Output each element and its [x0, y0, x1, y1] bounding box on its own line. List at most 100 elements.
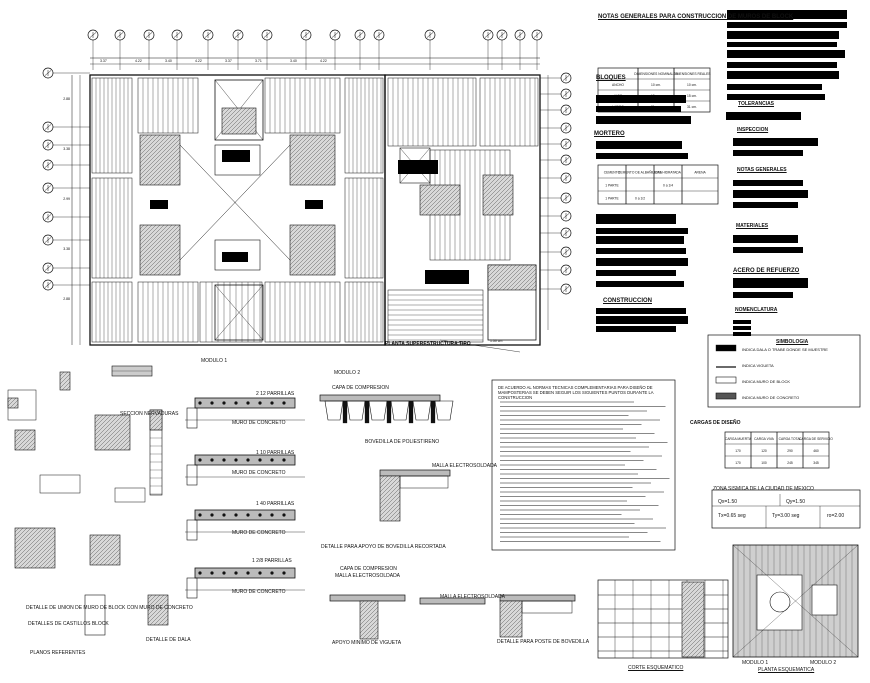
hatch-bound	[94, 414, 131, 451]
hatch-line	[502, 204, 514, 216]
hatch-line	[289, 134, 307, 152]
compression-layer	[319, 394, 441, 402]
mod2-joist-top-right	[479, 77, 539, 147]
simb-3: INDICA MURO DE BLOCK	[742, 379, 791, 384]
hatch-line	[379, 499, 401, 521]
capa-lbl-1: CAPA DE COMPRESION	[332, 385, 389, 391]
zona-frame	[711, 489, 861, 529]
hatch-line	[231, 109, 257, 135]
hatch-line	[681, 581, 691, 591]
dim-label-left: 3.38	[63, 147, 70, 151]
hatch-line	[289, 134, 303, 148]
hatch-line	[681, 583, 705, 607]
hatch-line	[14, 527, 48, 561]
dim-label-top: 4.22	[320, 59, 327, 63]
dim-label-top: 4.22	[195, 59, 202, 63]
hatch-line	[289, 224, 335, 270]
hatch-line	[359, 600, 373, 614]
hatch-line	[419, 184, 425, 190]
hatch-line	[437, 192, 461, 216]
hatch-line	[506, 208, 514, 216]
hatch-line	[169, 174, 181, 186]
simb-dala	[715, 344, 737, 352]
hatch-line	[323, 263, 336, 276]
hatch-line	[487, 264, 509, 286]
hatch-line	[681, 581, 695, 595]
joist-north-b	[264, 77, 341, 134]
hatch-line	[14, 527, 44, 557]
hatch-line	[111, 556, 121, 566]
hatch-line	[498, 264, 525, 291]
redacted-note	[596, 316, 688, 324]
hatch-line	[157, 425, 163, 431]
malla-lbl-3: MALLA ELECTROSOLDADA	[335, 573, 401, 579]
hatch-line	[22, 437, 36, 451]
hatch-line	[157, 162, 181, 186]
joist-south-a	[137, 281, 199, 343]
hatch-line	[499, 602, 523, 626]
hatch-line	[14, 527, 24, 537]
hatch-line	[153, 158, 181, 186]
hatch-line	[365, 626, 379, 640]
bovedilla-block	[368, 400, 388, 421]
redacted-plan-note	[305, 200, 323, 209]
hatch-line	[147, 594, 157, 604]
redacted-note	[596, 248, 686, 254]
hatch-line	[147, 598, 169, 620]
hatch-line	[7, 397, 13, 403]
notas-gen-title: NOTAS GENERALES	[737, 167, 787, 173]
joist-bound	[344, 77, 384, 174]
hatch-line	[14, 527, 40, 553]
rebar-dot	[222, 401, 226, 405]
redacted-note	[596, 270, 676, 276]
hatch-line	[487, 264, 513, 290]
hatch-line	[14, 527, 28, 541]
hatch-line	[289, 224, 299, 234]
redacted-note	[596, 308, 686, 314]
hatch-bound	[487, 264, 537, 291]
redacted-note	[727, 10, 847, 19]
hatch-line	[299, 149, 336, 186]
hatch-line	[445, 200, 461, 216]
hatch-line	[59, 373, 71, 385]
hatch-line	[499, 600, 517, 618]
hatch-line	[115, 435, 131, 451]
hatch-line	[139, 134, 169, 164]
hatch-line	[139, 224, 173, 258]
modulo-2-label: MODULO 2	[334, 370, 361, 376]
joist-bound	[344, 177, 384, 279]
detalle-dala: DETALLE DE DALA	[146, 637, 191, 643]
rebar-dot	[258, 458, 262, 462]
hatch-line	[289, 224, 315, 250]
hatch-line	[161, 166, 181, 186]
hatch-line	[89, 534, 107, 552]
rebar-dot	[258, 513, 262, 517]
hatch-line	[149, 413, 163, 427]
var-1: 2 12 PARRILLAS	[256, 391, 295, 397]
hatch-line	[690, 643, 705, 658]
hatch-line	[127, 447, 131, 451]
rebar-dot	[198, 401, 202, 405]
simb-concreto	[715, 392, 737, 400]
table-cell: 15 cm.	[687, 94, 697, 98]
table-cell: 345	[813, 461, 819, 465]
corte-esq-title: CORTE ESQUEMATICO	[628, 665, 684, 671]
hatch-line	[379, 475, 397, 493]
joist-bound	[479, 77, 539, 147]
hatch-line	[289, 224, 303, 238]
hatch-line	[139, 142, 181, 184]
hatch-line	[161, 618, 169, 626]
hatch-line	[107, 427, 131, 451]
hatch-line	[291, 231, 336, 276]
hatch-line	[247, 125, 257, 135]
redacted-note	[727, 71, 839, 79]
poste-slab	[499, 594, 576, 602]
corner-detail	[89, 534, 121, 566]
hatch-line	[457, 212, 461, 216]
hatch-line	[243, 121, 257, 135]
joist-bound	[264, 281, 341, 343]
mod2-slab-east	[482, 174, 514, 216]
hatch-line	[145, 240, 181, 276]
hatch-line	[289, 137, 336, 184]
